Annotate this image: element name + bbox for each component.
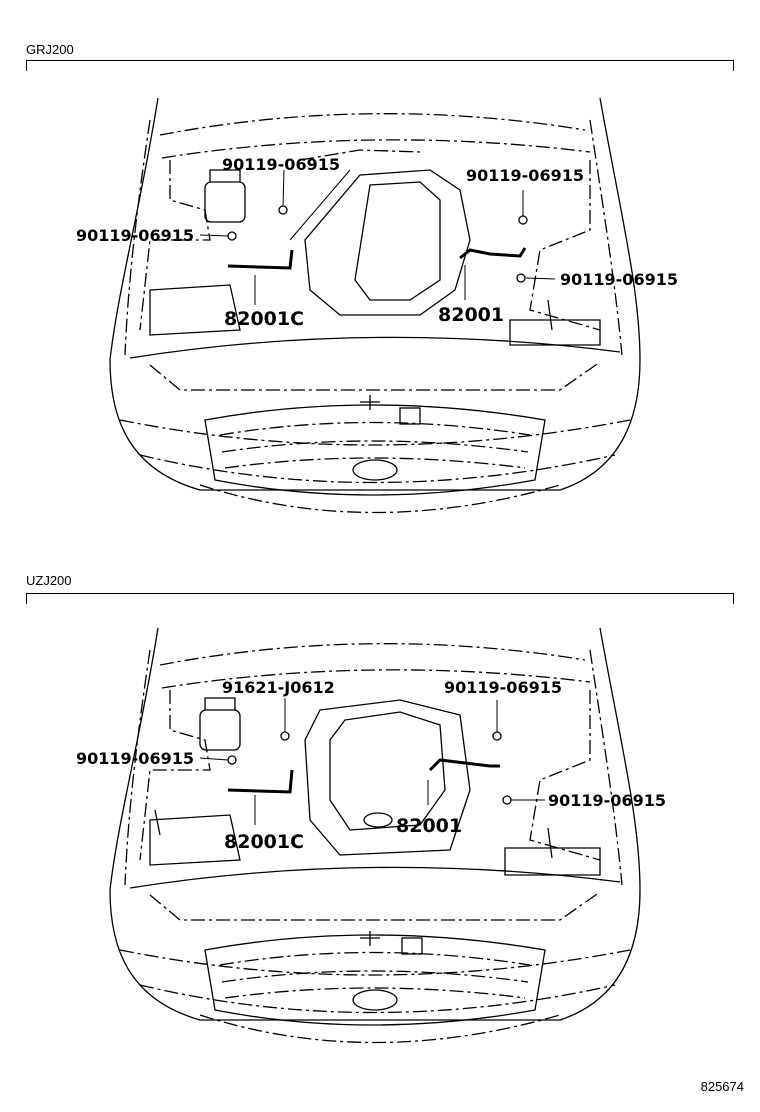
label-90119-06915-left: 90119-06915 (76, 226, 194, 245)
label-90119-06915-right: 90119-06915 (560, 270, 678, 289)
label-82001: 82001 (438, 304, 504, 326)
label-91621-j0612: 91621-J0612 (222, 678, 335, 697)
section-bracket-grj200 (26, 60, 734, 71)
label-90119-06915-top-right: 90119-06915 (466, 166, 584, 185)
section-title-grj200: GRJ200 (26, 42, 74, 57)
label-90119-06915-left: 90119-06915 (76, 749, 194, 768)
engine-diagram-uzj200: 91621-J0612 90119-06915 90119-06915 9011… (76, 627, 666, 1044)
label-90119-06915-right: 90119-06915 (548, 791, 666, 810)
label-90119-06915-top-right: 90119-06915 (444, 678, 562, 697)
section-title-uzj200: UZJ200 (26, 573, 72, 588)
engine-diagram-grj200: 90119-06915 90119-06915 90119-06915 9011… (76, 97, 678, 514)
label-90119-06915-top-left: 90119-06915 (222, 155, 340, 174)
label-82001c: 82001C (224, 308, 304, 330)
section-bracket-uzj200 (26, 593, 734, 604)
label-82001c: 82001C (224, 831, 304, 853)
figure-number: 825674 (700, 1079, 744, 1094)
label-82001: 82001 (396, 815, 462, 837)
